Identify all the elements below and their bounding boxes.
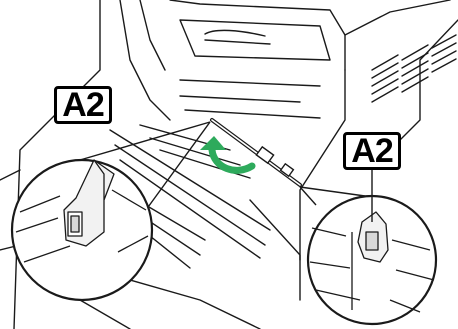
callout-label-a2-left: A2 [54,86,112,124]
right-zoom-circle [308,170,436,324]
roller-collar [256,147,273,163]
callout-label-a2-right: A2 [343,132,401,170]
upper-unit [180,20,330,60]
vent-grille [372,35,456,102]
printer-right-panel [345,0,450,35]
left-zoom-circle [12,160,152,300]
unit-handle [205,30,270,44]
mid-bar [180,80,320,118]
transfer-roller [212,120,300,185]
